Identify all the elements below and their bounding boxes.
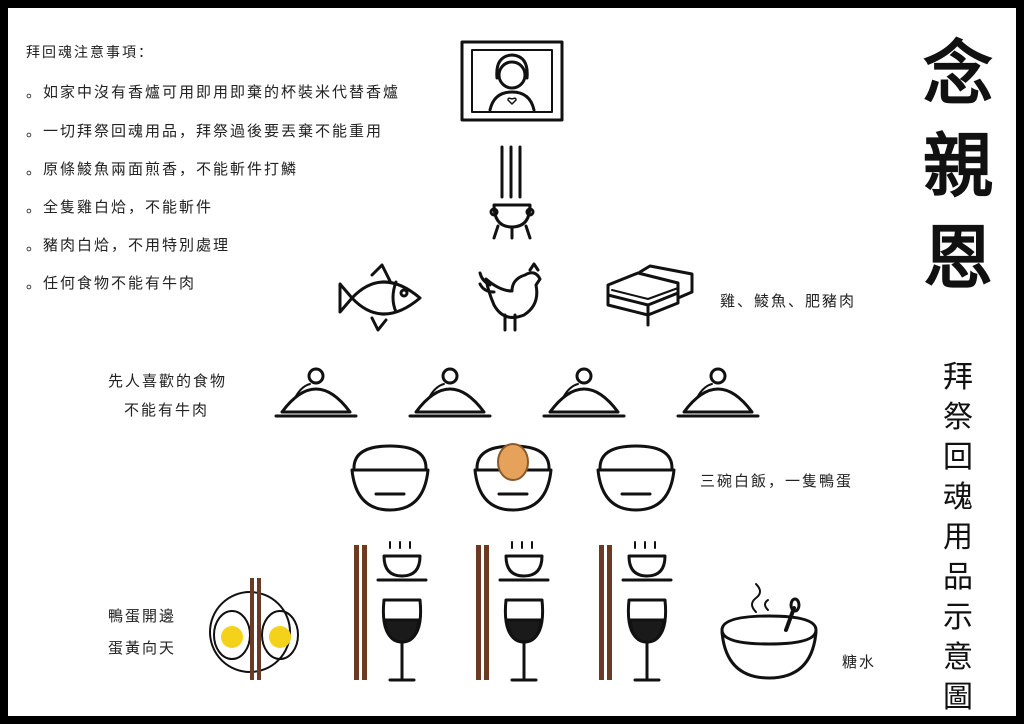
chicken-icon	[478, 262, 542, 332]
tea-cup-icon	[376, 541, 428, 582]
wine-glass-icon	[381, 598, 423, 682]
chopsticks-icon	[354, 545, 367, 680]
cloche-icon	[676, 367, 760, 418]
halved-egg-plate-icon	[209, 578, 299, 680]
note-item: 。一切拜祭回魂用品，拜祭過後要丟棄不能重用	[26, 122, 384, 140]
tea-cup-icon	[621, 541, 673, 582]
note-item: 。任何食物不能有牛肉	[26, 274, 197, 292]
main-title: 念親恩	[923, 32, 993, 299]
rice-label: 三碗白飯，一隻鴨蛋	[700, 472, 854, 490]
cloche-icon	[274, 367, 358, 418]
note-item: 。原條鯪魚兩面煎香，不能斬件打鱗	[26, 160, 299, 178]
cloches	[274, 367, 760, 418]
dessert-label: 糖水	[842, 653, 877, 671]
cloche-icon	[542, 367, 626, 418]
pork-belly-icon	[606, 264, 694, 327]
wine-glass-icon	[503, 598, 545, 682]
meats-label: 雞、鯪魚、肥豬肉	[720, 292, 857, 310]
rice-bowl-with-egg-icon	[473, 443, 553, 512]
page: 拜回魂注意事項： 。如家中沒有香爐可用即用即棄的杯裝米代替香爐 。一切拜祭回魂用…	[8, 8, 1016, 716]
chopsticks-icon	[476, 545, 489, 680]
notes-heading: 拜回魂注意事項：	[26, 45, 154, 61]
egg-label-1: 鴨蛋開邊	[108, 607, 177, 625]
subtitle: 拜祭回魂用品示意圖	[943, 360, 973, 715]
no-beef-label: 不能有牛肉	[124, 401, 210, 419]
dessert-bowl-icon	[720, 583, 818, 680]
favorite-food-label: 先人喜歡的食物	[108, 372, 228, 390]
note-item: 。全隻雞白烚，不能斬件	[26, 198, 214, 216]
chopsticks-icon	[599, 545, 612, 680]
rice-bowl-icon	[596, 444, 676, 512]
incense-burner-icon	[489, 145, 535, 240]
wine-glass-icon	[626, 598, 668, 682]
rice-bowls	[350, 443, 676, 512]
fish-icon	[338, 263, 422, 332]
cloche-icon	[408, 367, 492, 418]
tea-cup-icon	[498, 541, 550, 582]
note-item: 。如家中沒有香爐可用即用即棄的杯裝米代替香爐	[26, 83, 401, 101]
rice-bowl-icon	[350, 444, 430, 512]
offering-sets	[354, 541, 673, 682]
note-item: 。豬肉白烚，不用特別處理	[26, 236, 231, 254]
egg-label-2: 蛋黃向天	[108, 639, 177, 657]
portrait-icon	[460, 40, 564, 122]
